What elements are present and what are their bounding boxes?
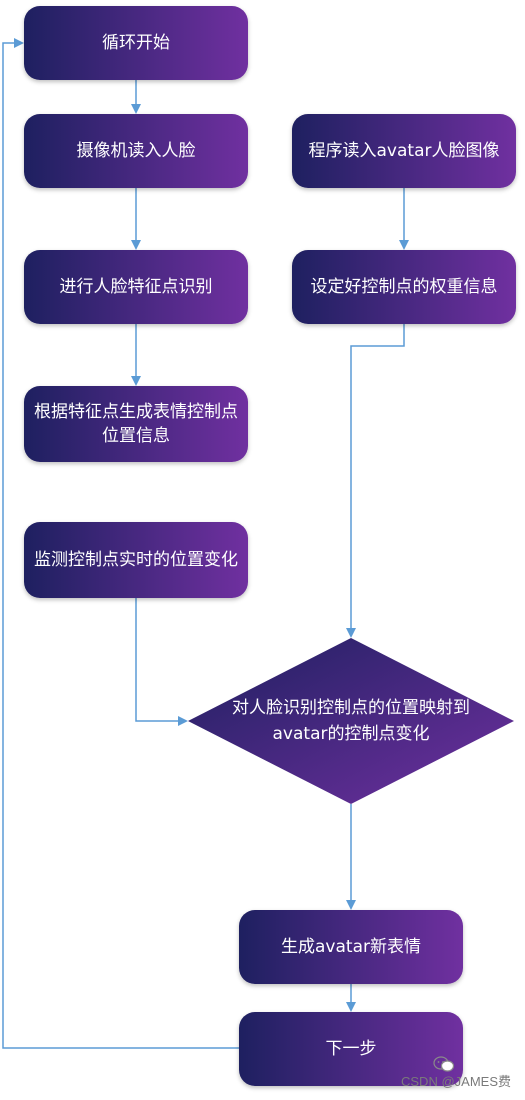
generate-control-points-box: 根据特征点生成表情控制点位置信息: [24, 386, 248, 462]
wechat-icon: [433, 1056, 455, 1072]
arrow-weights-to-decision: [346, 324, 405, 638]
next-step-box: 下一步: [239, 1012, 463, 1086]
monitor-control-points-label: 监测控制点实时的位置变化: [34, 550, 238, 570]
decision-diamond: [188, 638, 514, 804]
watermark-text: CSDN @JAMES费: [401, 1074, 511, 1089]
camera-read-face-label: 摄像机读入人脸: [76, 141, 196, 161]
generate-expression-label: 生成avatar新表情: [281, 937, 421, 957]
loop-start-label: 循环开始: [102, 33, 170, 53]
camera-read-face-box: 摄像机读入人脸: [24, 114, 248, 188]
arrow-monitor-to-decision: [135, 598, 188, 726]
detect-landmarks-label: 进行人脸特征点识别: [59, 277, 213, 297]
arrow-loop-back: [2, 38, 240, 1049]
next-step-label: 下一步: [325, 1039, 377, 1059]
set-weights-box: 设定好控制点的权重信息: [292, 250, 516, 324]
detect-landmarks-box: 进行人脸特征点识别: [24, 250, 248, 324]
loop-start-box: 循环开始: [24, 6, 248, 80]
set-weights-label: 设定好控制点的权重信息: [310, 277, 498, 297]
generate-expression-box: 生成avatar新表情: [239, 910, 463, 984]
program-read-avatar-box: 程序读入avatar人脸图像: [292, 114, 516, 188]
program-read-avatar-label: 程序读入avatar人脸图像: [308, 141, 500, 161]
monitor-control-points-box: 监测控制点实时的位置变化: [24, 522, 248, 598]
generate-control-points-label: 根据特征点生成表情控制点位置信息: [34, 402, 238, 446]
decision-label: 对人脸识别控制点的位置映射到avatar的控制点变化: [232, 698, 470, 744]
